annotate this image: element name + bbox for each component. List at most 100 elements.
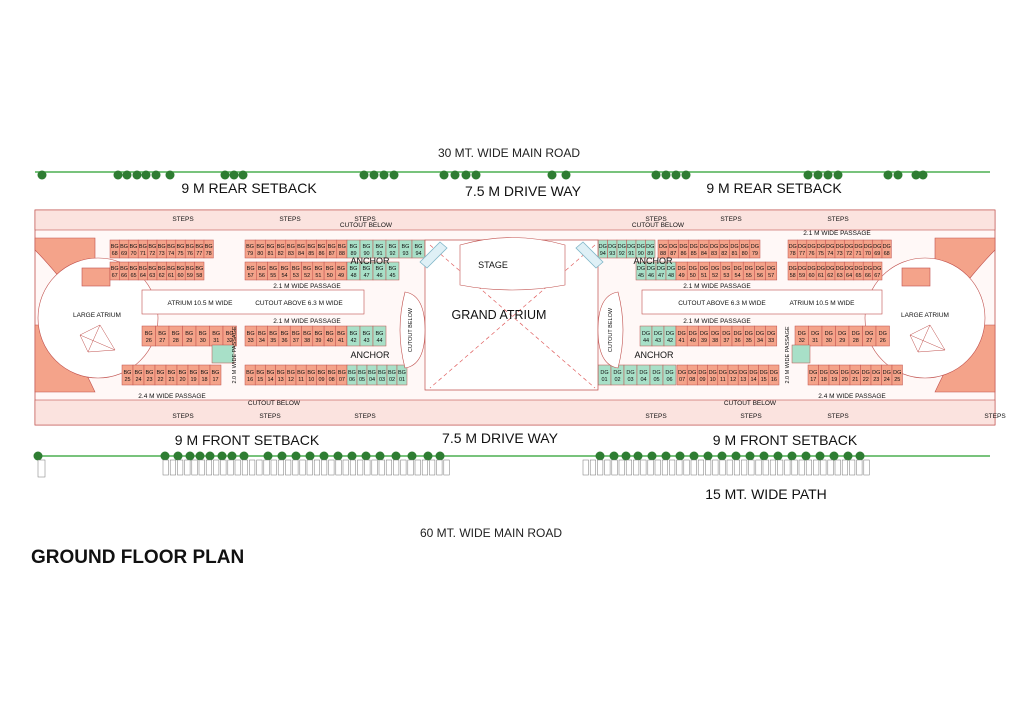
shop-prefix: DG	[836, 266, 844, 272]
shop-prefix: DG	[709, 370, 717, 376]
shop-number: 63	[149, 273, 155, 279]
tree-icon	[745, 451, 755, 461]
shop-number: 56	[259, 273, 265, 279]
tree-icon	[435, 451, 445, 461]
shop-number: 64	[846, 273, 852, 279]
shop-prefix: BG	[338, 244, 346, 250]
shop-number: 94	[600, 251, 606, 257]
passage-label-5: 2.1 M WIDE PASSAGE	[803, 230, 871, 237]
parking-bay	[37, 459, 46, 478]
tree-icon	[229, 170, 239, 180]
shop-prefix: DG	[873, 244, 881, 250]
shop-prefix: DG	[854, 244, 862, 250]
shop-prefix: BG	[277, 244, 285, 250]
shop-prefix: BG	[130, 266, 138, 272]
shop-number: 58	[196, 273, 202, 279]
shop-number: 30	[200, 338, 206, 344]
parking-bay	[712, 459, 719, 476]
shop-number: 31	[812, 338, 818, 344]
shop-prefix: BG	[186, 266, 194, 272]
shop-number: 16	[247, 377, 253, 383]
left-large-atrium	[37, 257, 159, 379]
shop-unit	[645, 239, 656, 259]
shop-prefix: BG	[256, 244, 264, 250]
shop-prefix: BG	[157, 370, 165, 376]
parking-bay	[378, 459, 385, 476]
shop-number: 26	[146, 338, 152, 344]
shop-prefix: DG	[845, 244, 853, 250]
shop-number: 21	[852, 377, 858, 383]
parking-bay	[597, 459, 604, 476]
shop-number: 19	[831, 377, 837, 383]
tree-icon	[633, 451, 643, 461]
shop-prefix: BG	[297, 244, 305, 250]
shop-prefix: DG	[807, 244, 815, 250]
shop-prefix: DG	[733, 331, 741, 337]
grand-atrium-diagonal-2	[429, 244, 596, 389]
tree-icon	[671, 170, 681, 180]
shop-prefix: DG	[798, 331, 806, 337]
shop-number: 69	[874, 251, 880, 257]
steps-label: STEPS	[827, 216, 849, 223]
tree-icon	[561, 170, 571, 180]
parking-bay	[364, 459, 371, 476]
shop-number: 82	[278, 251, 284, 257]
shop-number: 75	[177, 251, 183, 257]
shop-prefix: DG	[872, 370, 880, 376]
shop-prefix: BG	[292, 266, 300, 272]
tree-icon	[918, 170, 928, 180]
shop-number: 52	[712, 273, 718, 279]
shop-number: 25	[894, 377, 900, 383]
rear-setback-right-label: 9 M REAR SETBACK	[706, 180, 842, 196]
shop-number: 53	[293, 273, 299, 279]
shop-number: 37	[723, 338, 729, 344]
shop-number: 23	[146, 377, 152, 383]
shop-prefix: DG	[864, 244, 872, 250]
shop-number: 61	[168, 273, 174, 279]
tree-icon	[389, 170, 399, 180]
shop-prefix: DG	[770, 370, 778, 376]
parking-bay	[400, 459, 407, 476]
right-lift-block	[901, 267, 931, 287]
shop-prefix: DG	[626, 370, 634, 376]
shop-prefix: BG	[258, 266, 266, 272]
shop-number: 05	[359, 377, 365, 383]
shop-number: 05	[653, 377, 659, 383]
parking-bay	[342, 459, 349, 476]
tree-icon	[379, 170, 389, 180]
tree-icon	[113, 170, 123, 180]
shop-prefix: BG	[350, 244, 358, 250]
parking-bay	[755, 459, 762, 476]
top-tree-row	[37, 170, 928, 180]
tree-icon	[651, 170, 661, 180]
shop-number: 79	[247, 251, 253, 257]
shop-prefix: BG	[179, 370, 187, 376]
parking-bay	[582, 459, 589, 476]
tree-icon	[305, 451, 315, 461]
shop-prefix: DG	[659, 244, 667, 250]
shop-unit	[335, 325, 347, 347]
shop-prefix: DG	[722, 331, 730, 337]
shop-number: 10	[308, 377, 314, 383]
shop-number: 51	[701, 273, 707, 279]
tree-icon	[291, 451, 301, 461]
shop-unit	[209, 364, 222, 386]
cutout-below-label-1: CUTOUT BELOW	[340, 222, 393, 229]
shop-prefix: BG	[388, 370, 396, 376]
shop-prefix: DG	[730, 244, 738, 250]
shop-prefix: DG	[883, 244, 891, 250]
parking-bay	[429, 459, 436, 476]
steps-label: STEPS	[645, 216, 667, 223]
parking-bay	[647, 459, 654, 476]
shop-prefix: DG	[719, 370, 727, 376]
right-stage-escalator	[575, 241, 604, 269]
shop-number: 60	[177, 273, 183, 279]
parking-bay	[220, 459, 227, 476]
shop-number: 14	[267, 377, 273, 383]
parking-bays	[37, 459, 870, 478]
right-atrium-width-label: ATRIUM 10.5 M WIDE	[790, 300, 856, 307]
shop-number: 50	[690, 273, 696, 279]
parking-bay	[443, 459, 450, 476]
